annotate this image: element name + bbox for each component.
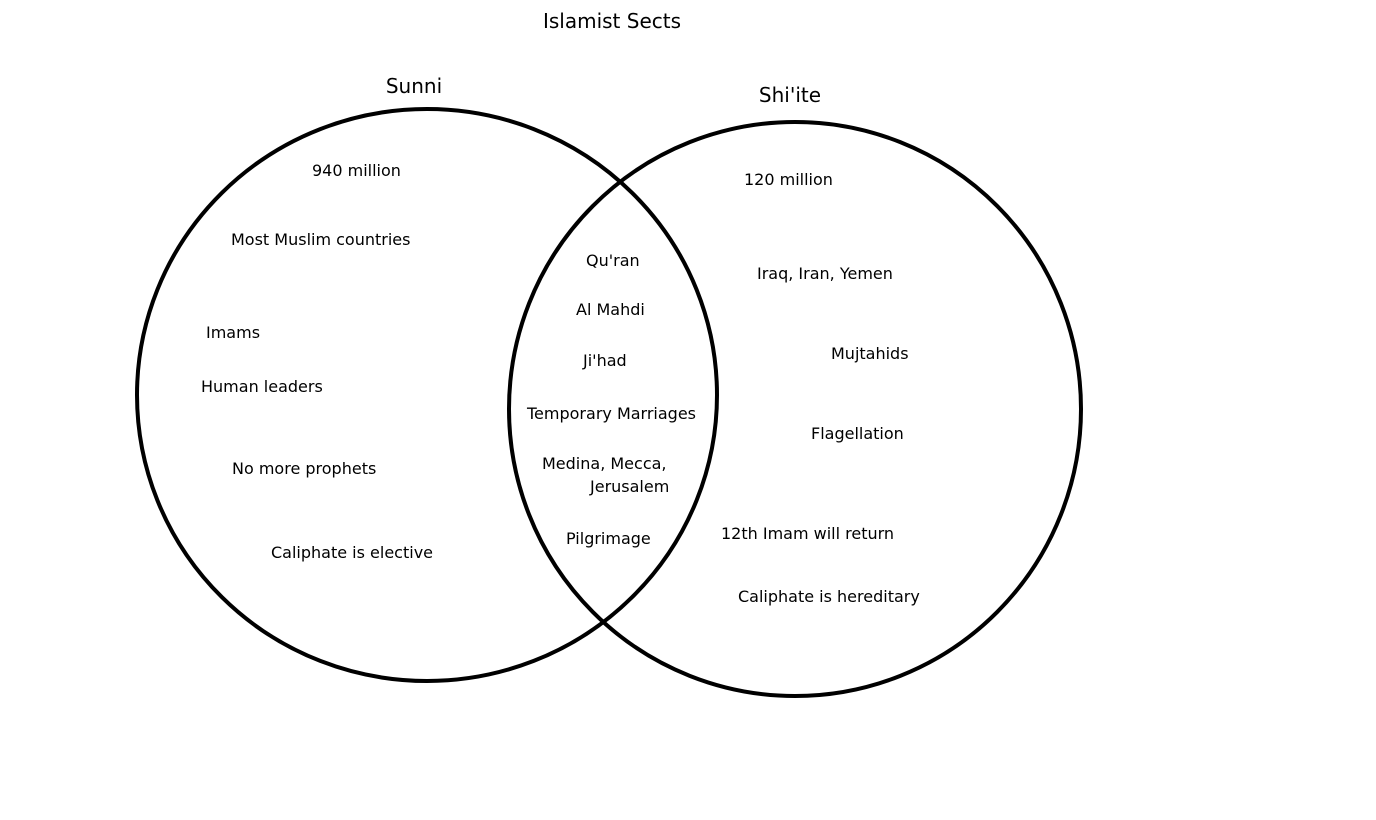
shiite-label: Shi'ite	[759, 83, 821, 107]
shared-item: Medina, Mecca,	[542, 454, 667, 473]
shared-item: Temporary Marriages	[526, 404, 696, 423]
shiite-item: 120 million	[744, 170, 833, 189]
sunni-label: Sunni	[386, 74, 442, 98]
shiite-item: Iraq, Iran, Yemen	[757, 264, 893, 283]
sunni-item: Imams	[206, 323, 260, 342]
sunni-item: Caliphate is elective	[271, 543, 433, 562]
shiite-circle	[507, 120, 1083, 698]
sunni-circle	[135, 107, 719, 683]
sunni-item: Human leaders	[201, 377, 323, 396]
shiite-item: Mujtahids	[831, 344, 909, 363]
shared-item: Qu'ran	[586, 251, 640, 270]
shiite-item: Flagellation	[811, 424, 904, 443]
sunni-item: Most Muslim countries	[231, 230, 410, 249]
diagram-title: Islamist Sects	[543, 9, 681, 33]
shared-item: Ji'had	[582, 351, 627, 370]
sunni-item: 940 million	[312, 161, 401, 180]
shared-item: Pilgrimage	[566, 529, 651, 548]
shiite-item: 12th Imam will return	[721, 524, 894, 543]
shiite-item: Caliphate is hereditary	[738, 587, 920, 606]
sunni-item: No more prophets	[232, 459, 376, 478]
shared-item: Jerusalem	[589, 477, 669, 496]
shared-item: Al Mahdi	[576, 300, 645, 319]
